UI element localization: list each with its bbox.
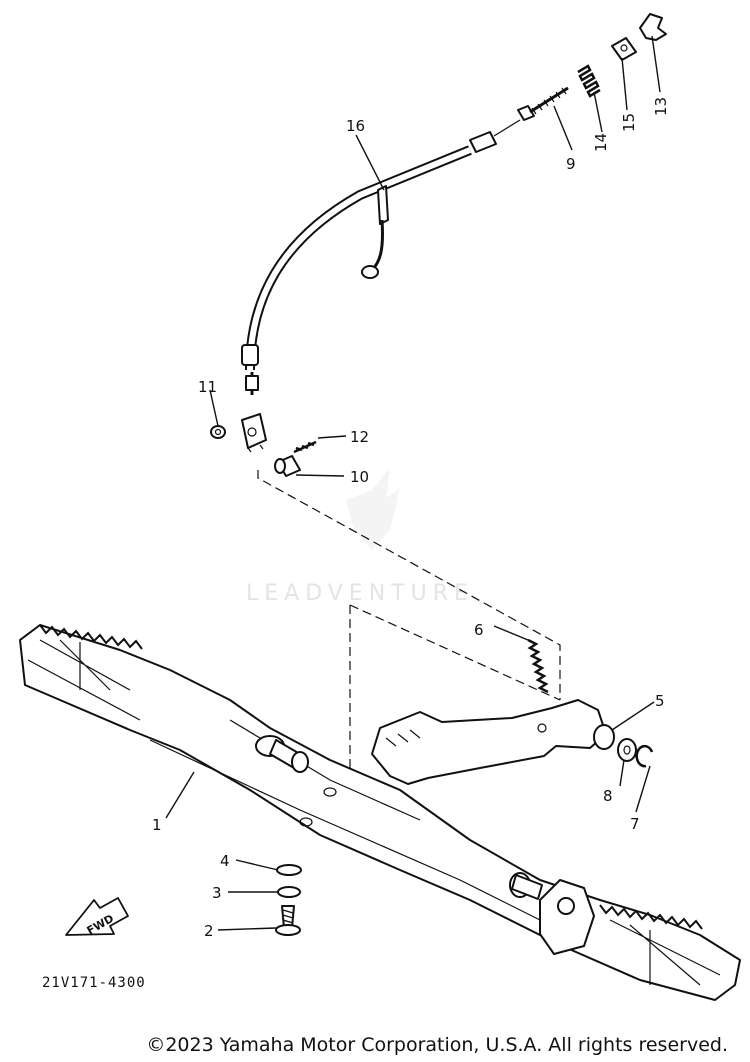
callout-2: 2 xyxy=(204,922,214,940)
callout-7: 7 xyxy=(630,815,640,833)
bolt[interactable] xyxy=(275,905,301,936)
adjuster-spring[interactable] xyxy=(577,64,601,98)
callout-6: 6 xyxy=(474,621,484,639)
callout-9: 9 xyxy=(566,155,576,173)
lock-washer[interactable] xyxy=(276,864,302,876)
callout-1: 1 xyxy=(152,816,162,834)
callout-11: 11 xyxy=(198,378,217,396)
brake-cable[interactable] xyxy=(241,86,569,453)
clevis-pin[interactable] xyxy=(274,455,301,477)
callout-3: 3 xyxy=(212,884,222,902)
fwd-arrow-icon: FWD xyxy=(65,897,129,938)
assembly-guide-line xyxy=(349,604,561,701)
diagram-code: 21V171-4300 xyxy=(42,975,146,991)
callout-15: 15 xyxy=(620,113,638,132)
callout-12: 12 xyxy=(350,428,369,446)
copyright-notice: ©2023 Yamaha Motor Corporation, U.S.A. A… xyxy=(146,1034,728,1056)
circlip[interactable] xyxy=(635,744,654,768)
return-spring[interactable] xyxy=(527,638,549,694)
plain-washer[interactable] xyxy=(277,886,301,898)
assembly-guide-line xyxy=(257,470,561,700)
callout-8: 8 xyxy=(603,787,613,805)
brake-pedal[interactable] xyxy=(371,699,615,785)
footrest-bar[interactable] xyxy=(19,624,741,1001)
callout-16: 16 xyxy=(346,117,365,135)
cable-joint[interactable] xyxy=(611,37,637,61)
watermark-text: LEADVENTURE xyxy=(246,581,474,606)
washer[interactable] xyxy=(617,738,637,762)
nut[interactable] xyxy=(210,425,226,439)
adjusting-nut[interactable] xyxy=(639,13,667,41)
callout-13: 13 xyxy=(652,97,670,116)
callout-14: 14 xyxy=(592,133,610,152)
callout-4: 4 xyxy=(220,852,230,870)
watermark-logo-icon xyxy=(346,468,400,550)
callout-10: 10 xyxy=(350,468,369,486)
cotter-pin[interactable] xyxy=(293,440,317,454)
callout-5: 5 xyxy=(655,692,665,710)
